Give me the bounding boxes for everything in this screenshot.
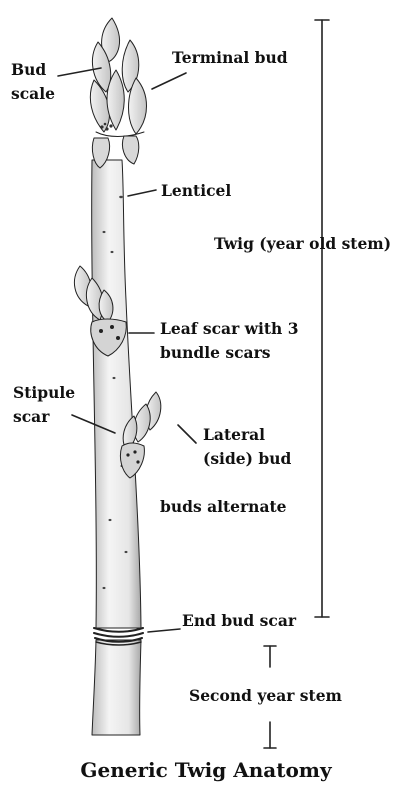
twig-bracket: [315, 20, 329, 617]
label-lateral-bud-line2: (side) bud: [203, 449, 291, 468]
label-stipule-scar-line1: Stipule: [13, 383, 75, 402]
label-end-bud-scar: End bud scar: [182, 611, 296, 630]
label-bud-scale-line1: Bud: [11, 60, 46, 79]
label-lenticel: Lenticel: [161, 181, 231, 200]
label-terminal-bud: Terminal bud: [172, 48, 288, 67]
end-bud-scar-leader: [148, 629, 180, 632]
lenticel-leader: [128, 190, 156, 196]
label-second-year-stem: Second year stem: [189, 686, 342, 705]
lateral-bud-leader: [178, 425, 196, 443]
twig-stem: [92, 160, 141, 628]
label-buds-alternate: buds alternate: [160, 497, 287, 516]
label-lateral-bud-line1: Lateral: [203, 425, 265, 444]
terminal-bud: [90, 18, 146, 168]
label-leaf-scar-line1: Leaf scar with 3: [160, 319, 298, 338]
terminal-bud-leader: [152, 73, 186, 89]
label-twig-year-old-stem: Twig (year old stem): [214, 234, 391, 253]
diagram-caption: Generic Twig Anatomy: [0, 758, 412, 782]
label-stipule-scar-line2: scar: [13, 407, 49, 426]
label-leaf-scar-line2: bundle scars: [160, 343, 270, 362]
second-year-stem: [92, 640, 141, 735]
label-bud-scale-line2: scale: [11, 84, 55, 103]
